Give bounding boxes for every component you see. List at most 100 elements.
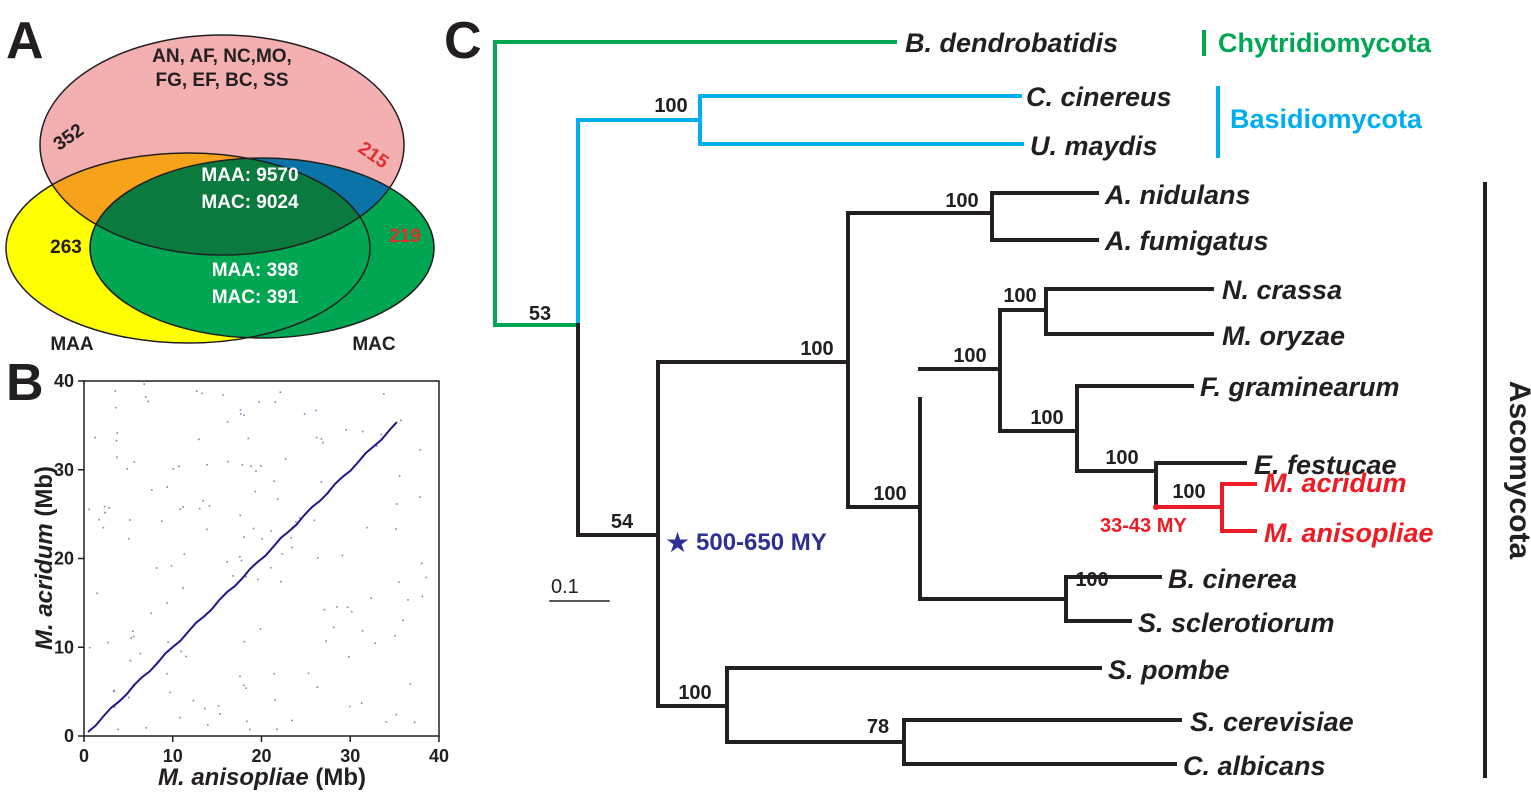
venn-label-mac: MAC xyxy=(352,334,396,355)
dotplot-dot xyxy=(178,465,180,468)
dotplot-dot xyxy=(147,400,150,403)
dotplot-dot xyxy=(219,713,221,715)
dotplot-dot xyxy=(94,436,97,439)
divergence-time-metarhizium: 33-43 MY xyxy=(1100,515,1187,537)
dotplot-dot xyxy=(291,719,293,722)
dotplot-dot xyxy=(246,720,248,723)
taxon-e-festucae: E. festucae xyxy=(1254,450,1397,480)
dotplot-dot xyxy=(254,490,257,493)
dotplot-dot xyxy=(167,641,169,643)
taxon-b-cinerea: B. cinerea xyxy=(1168,564,1297,594)
group-chytridiomycota: Chytridiomycota xyxy=(1218,28,1432,58)
y-tick-label: 40 xyxy=(54,371,74,391)
x-tick-label: 20 xyxy=(251,746,271,766)
dotplot-dot xyxy=(241,464,244,466)
dotplot-dot xyxy=(182,587,184,589)
bootstrap-basidiomycota: 100 xyxy=(654,95,687,117)
dotplot-dot xyxy=(104,511,106,514)
dotplot-dot xyxy=(385,721,388,723)
dotplot-dot xyxy=(243,640,246,643)
dotplot-dot xyxy=(245,687,247,689)
taxon-s-cerevisiae: S. cerevisiae xyxy=(1190,707,1354,737)
branch-sordariomycetes xyxy=(918,308,1002,433)
dotplot-dot xyxy=(298,517,301,519)
dotplot-dot xyxy=(139,652,142,655)
dotplot-ylabel: M. acridum (Mb) xyxy=(31,466,58,650)
taxon-u-maydis: U. maydis xyxy=(1030,131,1158,161)
dotplot-dot xyxy=(239,675,241,678)
dotplot-dot xyxy=(222,394,224,396)
dotplot-dot xyxy=(383,393,385,395)
dotplot-dot xyxy=(260,465,262,467)
dotplot-dot xyxy=(227,460,229,463)
dotplot-dot xyxy=(290,537,292,539)
taxon-m-acridum: M. acridum xyxy=(1264,468,1407,498)
venn-diagram: AN, AF, NC,MO, FG, EF, BC, SS 352 215 MA… xyxy=(5,34,435,355)
dotplot-dot xyxy=(88,646,91,649)
dotplot-dot xyxy=(113,706,116,708)
venn-center-line2: MAC: 9024 xyxy=(201,192,299,213)
bootstrap-pezizomycotina: 100 xyxy=(800,338,833,360)
dotplot-dot xyxy=(226,561,228,563)
dotplot-dot xyxy=(239,556,241,558)
venn-count-mac-only: 219 xyxy=(389,226,421,247)
dotplot-dot xyxy=(413,721,416,724)
dotplot-dot xyxy=(255,470,257,473)
dotplot-dot xyxy=(316,686,319,689)
dotplot-dot xyxy=(258,401,260,403)
dotplot-dot xyxy=(313,519,316,522)
dotplot-dot xyxy=(232,575,234,577)
dotplot-dot xyxy=(380,433,382,436)
dotplot-dot xyxy=(206,528,208,531)
dotplot-dot xyxy=(395,713,398,716)
panel-label-a: A xyxy=(6,12,44,70)
dotplot-dot xyxy=(279,391,282,393)
bootstrap-sordariomycetes: 100 xyxy=(953,345,986,367)
x-tick-label: 30 xyxy=(340,746,360,766)
dotplot-dot xyxy=(201,392,203,395)
dotplot-dot xyxy=(98,518,100,521)
dotplot-dot xyxy=(114,390,117,392)
taxon-c-cinereus: C. cinereus xyxy=(1026,82,1172,112)
dotplot-dot xyxy=(349,705,351,708)
dotplot-dot xyxy=(398,581,400,583)
dotplot-dot xyxy=(198,507,201,510)
dotplot-dot xyxy=(145,727,148,729)
dotplot-dot xyxy=(195,390,198,393)
dotplot-dot xyxy=(169,691,171,694)
dotplot-dot xyxy=(252,527,255,530)
venn-count-maa-only: 263 xyxy=(50,237,82,258)
branch-clavicipitaceae xyxy=(1075,461,1247,509)
dotplot-dot xyxy=(129,659,132,662)
dotplot-dot xyxy=(346,606,349,609)
dotplot-dot xyxy=(102,526,105,529)
bootstrap-leotiomycetes: 100 xyxy=(1075,569,1108,591)
dotplot-dot xyxy=(203,707,206,710)
venn-lower-line1: MAA: 398 xyxy=(212,260,299,281)
dotplot-dot xyxy=(361,430,364,433)
taxon-c-albicans: C. albicans xyxy=(1183,751,1326,781)
dotplot-dot xyxy=(296,523,298,525)
dotplot-dot xyxy=(366,526,368,529)
panel-label-c: C xyxy=(444,12,482,70)
branch-sordario-leotio xyxy=(846,397,922,601)
dotplot-dot xyxy=(315,436,318,439)
dotplot-dot xyxy=(257,578,259,581)
dotplot-dot xyxy=(107,641,109,644)
dotplot-dot xyxy=(129,519,131,521)
dotplot-dot xyxy=(273,672,275,675)
bootstrap-saccharomycotina: 100 xyxy=(678,682,711,704)
dotplot-dot xyxy=(361,630,364,632)
taxon-b-dendrobatidis: B. dendrobatidis xyxy=(905,28,1118,58)
dotplot-dot xyxy=(130,637,132,639)
dotplot-dot xyxy=(116,432,118,434)
dotplot-dot xyxy=(325,640,327,642)
dotplot-dot xyxy=(274,699,276,701)
branch-chytrid xyxy=(493,40,897,327)
dotplot-dot xyxy=(345,429,347,431)
dotplot-dot xyxy=(315,409,317,412)
dotplot-dot xyxy=(150,612,152,615)
dotplot-dot xyxy=(151,489,153,491)
dotplot-dot xyxy=(117,728,119,731)
